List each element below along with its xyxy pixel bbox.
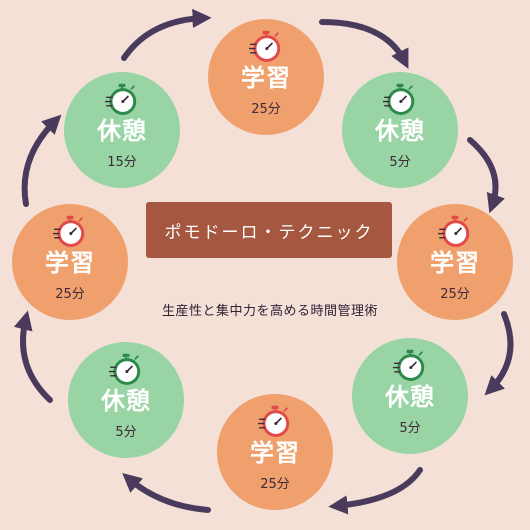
node-duration: 5分	[399, 421, 421, 437]
stopwatch-icon	[249, 30, 281, 62]
cycle-node-5-study: 学習 25分	[217, 394, 333, 510]
cycle-node-4-rest: 休憩 5分	[352, 338, 468, 454]
node-label: 休憩	[101, 386, 151, 415]
node-label: 休憩	[97, 116, 147, 145]
node-label: 休憩	[375, 116, 425, 145]
cycle-node-8-rest: 休憩 15分	[64, 72, 180, 188]
node-duration: 5分	[115, 425, 137, 441]
node-duration: 5分	[389, 155, 411, 171]
node-duration: 15分	[107, 155, 137, 171]
node-label: 休憩	[385, 382, 435, 411]
cycle-node-6-rest: 休憩 5分	[68, 342, 184, 458]
cycle-node-1-study: 学習 25分	[208, 19, 324, 135]
stopwatch-icon	[393, 349, 425, 381]
stopwatch-icon	[53, 215, 85, 247]
arrow-3	[467, 137, 505, 214]
arrow-4	[484, 311, 514, 396]
node-label: 学習	[241, 63, 291, 92]
arrow-5	[328, 467, 423, 515]
page-title: ポモドーロ・テクニック	[164, 222, 374, 243]
node-duration: 25分	[55, 287, 85, 303]
node-duration: 25分	[251, 102, 281, 118]
node-label: 学習	[250, 438, 300, 467]
cycle-node-7-study: 学習 25分	[12, 204, 128, 320]
arrow-8	[21, 114, 62, 207]
subtitle: 生産性と集中力を高める時間管理術	[161, 304, 378, 319]
cycle-node-3-study: 学習 25分	[397, 204, 513, 320]
stopwatch-icon	[383, 83, 415, 115]
arrow-6	[122, 472, 211, 513]
stopwatch-icon	[109, 353, 141, 385]
arrow-2	[319, 19, 409, 69]
stopwatch-icon	[438, 215, 470, 247]
node-duration: 25分	[260, 477, 290, 493]
node-label: 学習	[45, 248, 95, 277]
stopwatch-icon	[105, 83, 137, 115]
cycle-node-2-rest: 休憩 5分	[342, 72, 458, 188]
node-label: 学習	[430, 248, 480, 277]
arrow-7	[13, 310, 53, 403]
title-box: ポモドーロ・テクニック	[146, 202, 392, 258]
node-duration: 25分	[440, 287, 470, 303]
arrow-1	[121, 8, 212, 61]
stopwatch-icon	[258, 405, 290, 437]
